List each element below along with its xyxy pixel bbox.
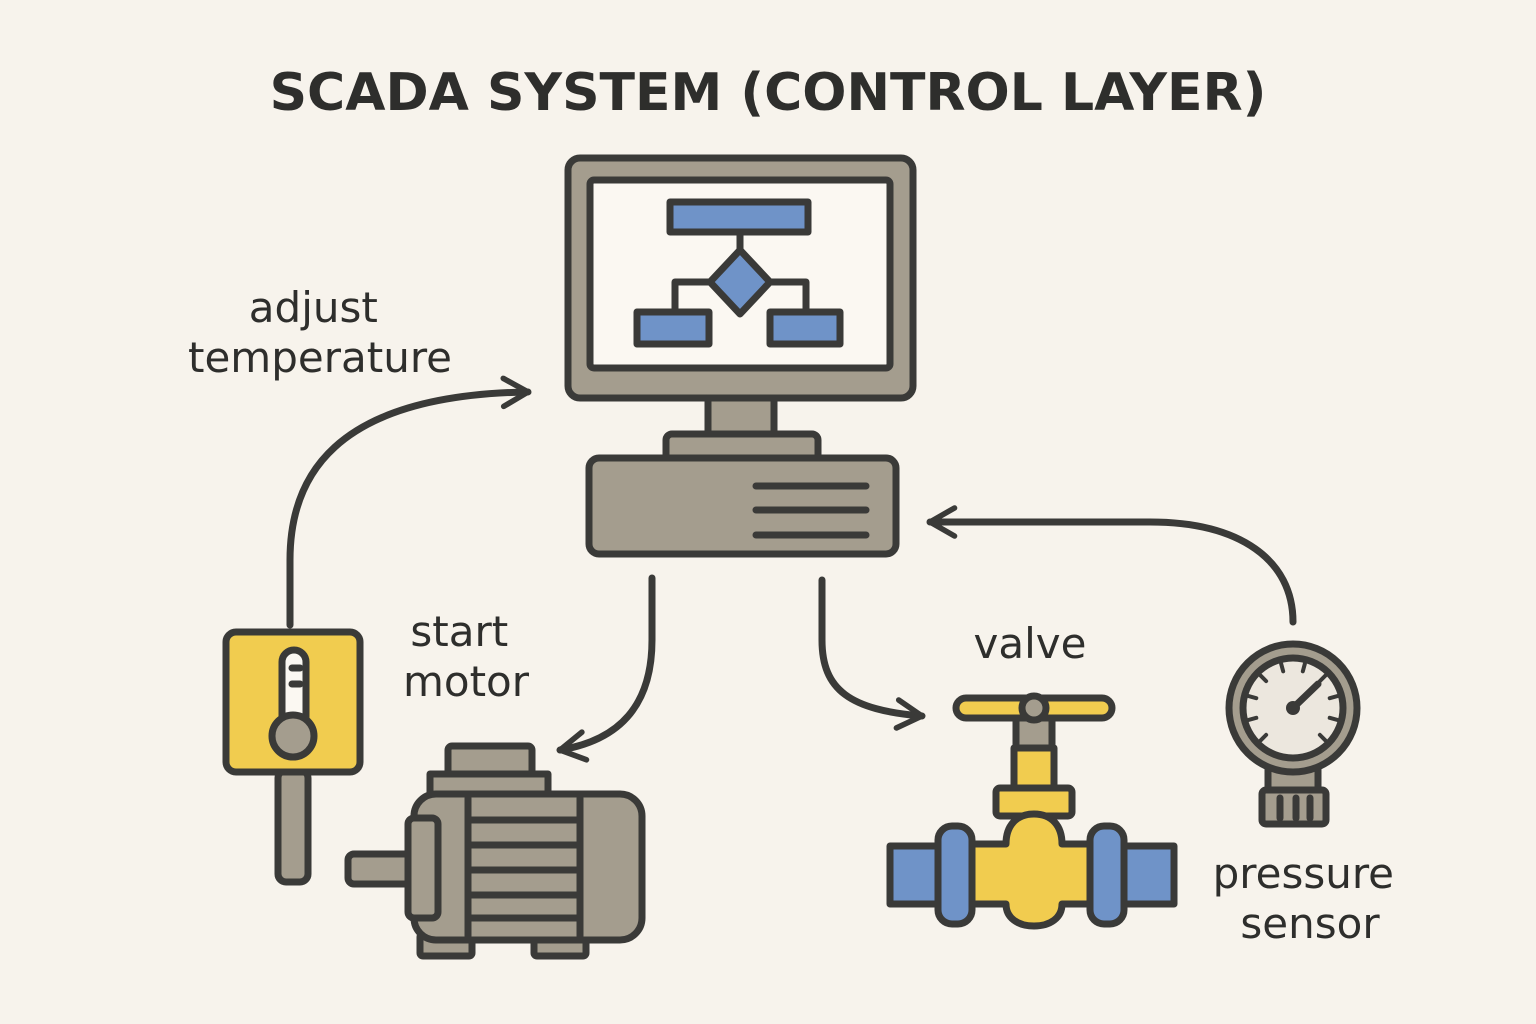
flowchart-icon	[633, 198, 844, 348]
adjust-temperature-label: adjust temperature	[188, 283, 452, 382]
gauge-ticks	[1246, 661, 1340, 743]
motor-end-cap	[404, 814, 442, 922]
gauge-pivot	[1286, 701, 1300, 715]
gauge-tick	[1246, 694, 1259, 701]
arrow-computer-to-valve	[818, 576, 926, 731]
gauge-tick	[1317, 673, 1328, 684]
gauge-tick	[1327, 715, 1340, 722]
start-motor-label: start motor	[403, 607, 530, 706]
arrow-computer-to-motor	[556, 574, 656, 763]
flange-left	[934, 822, 976, 928]
scada-computer-icon	[564, 154, 917, 558]
valve-body	[964, 810, 1104, 930]
gauge-tick	[1279, 661, 1286, 674]
flange-right	[1086, 822, 1128, 928]
pressure-gauge-icon	[1225, 640, 1361, 828]
handwheel-hub	[1018, 692, 1050, 724]
temperature-sensor-icon	[222, 628, 364, 886]
gauge-tick	[1300, 661, 1307, 674]
gauge-tick	[1258, 673, 1269, 684]
gate-valve-icon	[886, 692, 1178, 930]
computer-case	[585, 454, 900, 558]
gauge-tick	[1317, 732, 1328, 743]
monitor-neck	[704, 394, 778, 440]
valve-label: valve	[974, 619, 1087, 668]
electric-motor-icon	[344, 742, 646, 960]
arrow-pressure-to-computer	[926, 505, 1297, 626]
pressure-sensor-label: pressure sensor	[1213, 849, 1408, 948]
sensor-probe	[274, 766, 312, 886]
gauge-tick	[1327, 694, 1340, 701]
arrow-temperature-to-computer	[286, 375, 532, 629]
diagram-title: SCADA SYSTEM (CONTROL LAYER)	[270, 63, 1267, 123]
motor-shaft	[344, 850, 418, 888]
gauge-tick	[1258, 732, 1269, 743]
thermometer-bulb	[268, 711, 318, 761]
gauge-tick	[1246, 715, 1259, 722]
